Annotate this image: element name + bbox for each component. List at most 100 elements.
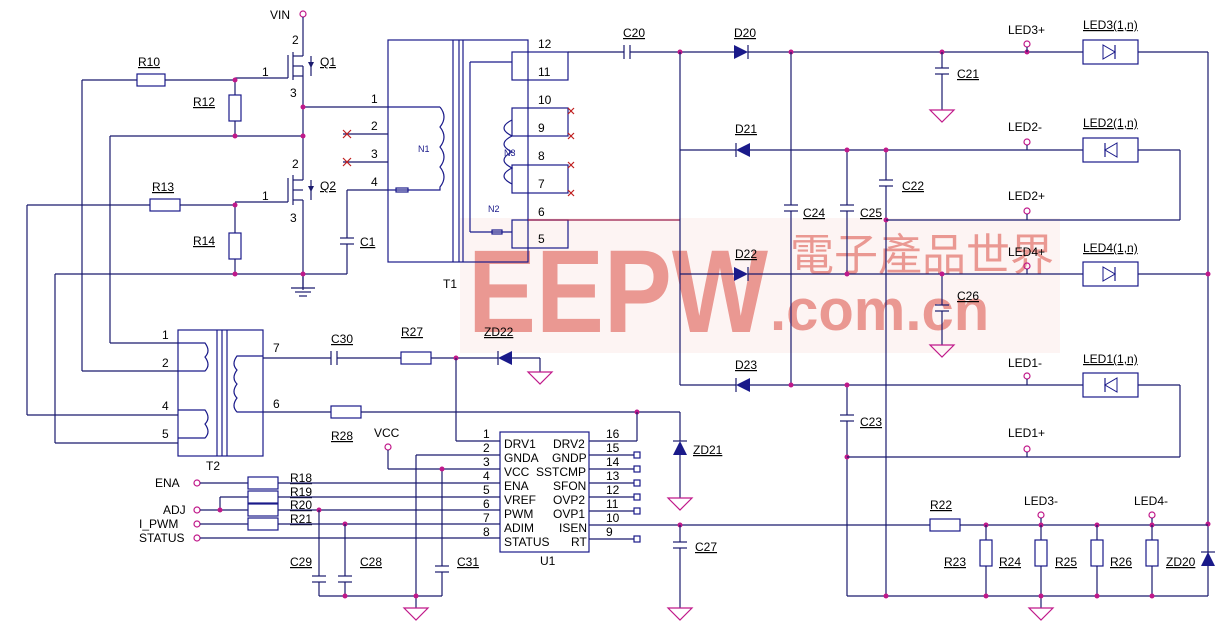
r13-label: R13 bbox=[152, 180, 174, 194]
c25-label: C25 bbox=[860, 206, 882, 220]
c31-label: C31 bbox=[457, 555, 479, 569]
resistor-r28 bbox=[330, 405, 362, 419]
mosfet-q2: 2 1 3 Q2 bbox=[262, 157, 336, 290]
c22-label: C22 bbox=[902, 179, 924, 193]
svg-text:DRV1: DRV1 bbox=[504, 437, 536, 451]
input-ipwm: I_PWM bbox=[139, 517, 178, 531]
current-sense: C27 R22 R23 R24 R25 R26 ZD20 bbox=[666, 498, 1215, 621]
svg-text:5: 5 bbox=[483, 483, 490, 497]
svg-text:5: 5 bbox=[538, 232, 545, 246]
vin-terminal bbox=[299, 10, 307, 18]
r24-label: R24 bbox=[999, 555, 1021, 569]
svg-text:16: 16 bbox=[606, 427, 620, 441]
svg-text:6: 6 bbox=[538, 205, 545, 219]
c28-label: C28 bbox=[360, 555, 382, 569]
input-status: STATUS bbox=[139, 531, 185, 545]
input-signals: ENA ADJ I_PWM STATUS R18 R19 R20 R21 bbox=[139, 471, 500, 599]
svg-text:1: 1 bbox=[371, 92, 378, 106]
resistor-r12 bbox=[228, 94, 242, 122]
svg-text:11: 11 bbox=[538, 65, 551, 79]
r14-label: R14 bbox=[193, 234, 215, 248]
svg-text:LED2+: LED2+ bbox=[1008, 189, 1045, 203]
watermark-domain: .com.cn bbox=[770, 278, 989, 343]
q2-pin3: 3 bbox=[290, 211, 297, 225]
zd21-label: ZD21 bbox=[693, 443, 723, 457]
svg-text:SFON: SFON bbox=[553, 479, 586, 493]
r21-label: R21 bbox=[290, 512, 312, 526]
svg-text:VREF: VREF bbox=[504, 493, 536, 507]
svg-text:LED2-: LED2- bbox=[1008, 120, 1042, 134]
svg-text:10: 10 bbox=[538, 93, 552, 107]
svg-text:8: 8 bbox=[538, 149, 545, 163]
svg-text:GNDA: GNDA bbox=[504, 451, 539, 465]
svg-text:LED4+: LED4+ bbox=[1008, 245, 1045, 259]
zd20-label: ZD20 bbox=[1166, 555, 1196, 569]
svg-text:4: 4 bbox=[483, 469, 490, 483]
watermark: EEPW .com.cn 電子產品世界 bbox=[460, 218, 1060, 358]
svg-text:ADIM: ADIM bbox=[504, 521, 534, 535]
svg-text:VCC: VCC bbox=[504, 465, 530, 479]
svg-text:14: 14 bbox=[606, 455, 620, 469]
svg-text:15: 15 bbox=[606, 441, 620, 455]
c27-label: C27 bbox=[695, 540, 717, 554]
r20-label: R20 bbox=[290, 498, 312, 512]
svg-text:8: 8 bbox=[483, 525, 490, 539]
r10-label: R10 bbox=[138, 55, 160, 69]
r28-label: R28 bbox=[331, 429, 353, 443]
c23-label: C23 bbox=[860, 415, 882, 429]
svg-text:ENA: ENA bbox=[504, 479, 529, 493]
svg-text:RT: RT bbox=[571, 535, 587, 549]
resistor-r20 bbox=[247, 503, 279, 517]
svg-text:LED4-: LED4- bbox=[1134, 494, 1168, 508]
vin-label: VIN bbox=[270, 8, 290, 22]
svg-text:3: 3 bbox=[371, 147, 378, 161]
svg-text:2: 2 bbox=[162, 356, 169, 370]
q1-pin3: 3 bbox=[290, 86, 297, 100]
svg-text:LED3(1,n): LED3(1,n) bbox=[1083, 18, 1138, 32]
resistor-r27 bbox=[400, 351, 432, 365]
resistor-r26 bbox=[1145, 539, 1159, 567]
svg-text:GNDP: GNDP bbox=[552, 451, 587, 465]
svg-text:6: 6 bbox=[483, 497, 490, 511]
svg-text:1: 1 bbox=[162, 328, 169, 342]
c26-label: C26 bbox=[957, 289, 979, 303]
resistor-r23 bbox=[979, 539, 993, 567]
transformer-t2: T2 1 2 4 5 7 6 bbox=[26, 80, 280, 473]
svg-text:1: 1 bbox=[483, 427, 490, 441]
svg-text:5: 5 bbox=[162, 427, 169, 441]
q1-pin1: 1 bbox=[262, 65, 269, 79]
d23-label: D23 bbox=[735, 358, 757, 372]
svg-text:LED1(1,n): LED1(1,n) bbox=[1083, 352, 1138, 366]
t1-label: T1 bbox=[443, 277, 457, 291]
svg-text:9: 9 bbox=[538, 121, 545, 135]
svg-text:6: 6 bbox=[273, 397, 280, 411]
svg-text:7: 7 bbox=[538, 177, 545, 191]
svg-text:LED4(1,n): LED4(1,n) bbox=[1083, 241, 1138, 255]
u1-label: U1 bbox=[540, 554, 556, 568]
svg-text:4: 4 bbox=[162, 399, 169, 413]
r27-label: R27 bbox=[401, 325, 423, 339]
svg-text:3: 3 bbox=[483, 455, 490, 469]
resistor-r18 bbox=[247, 476, 279, 490]
resistor-r22 bbox=[929, 518, 961, 532]
r26-label: R26 bbox=[1110, 555, 1132, 569]
mosfet-q1: 2 1 3 Q1 bbox=[262, 33, 336, 100]
c24-label: C24 bbox=[803, 206, 825, 220]
svg-text:LED2(1,n): LED2(1,n) bbox=[1083, 116, 1138, 130]
svg-text:10: 10 bbox=[606, 511, 620, 525]
resistor-r25 bbox=[1090, 539, 1104, 567]
gate-drive: C30 R27 ZD22 R28 ZD21 bbox=[263, 325, 723, 511]
svg-text:12: 12 bbox=[538, 37, 552, 51]
led-strings: LED3(1,n) LED2(1,n) LED4(1,n) LED1(1,n) bbox=[1082, 18, 1139, 398]
resistor-r19 bbox=[247, 490, 279, 504]
svg-text:SSTCMP: SSTCMP bbox=[536, 465, 586, 479]
c29-label: C29 bbox=[290, 555, 312, 569]
svg-text:STATUS: STATUS bbox=[504, 535, 550, 549]
resistor-r10 bbox=[136, 73, 166, 87]
d22-label: D22 bbox=[735, 247, 757, 261]
svg-text:LED3+: LED3+ bbox=[1008, 23, 1045, 37]
d21-label: D21 bbox=[735, 122, 757, 136]
svg-text:DRV2: DRV2 bbox=[553, 437, 585, 451]
